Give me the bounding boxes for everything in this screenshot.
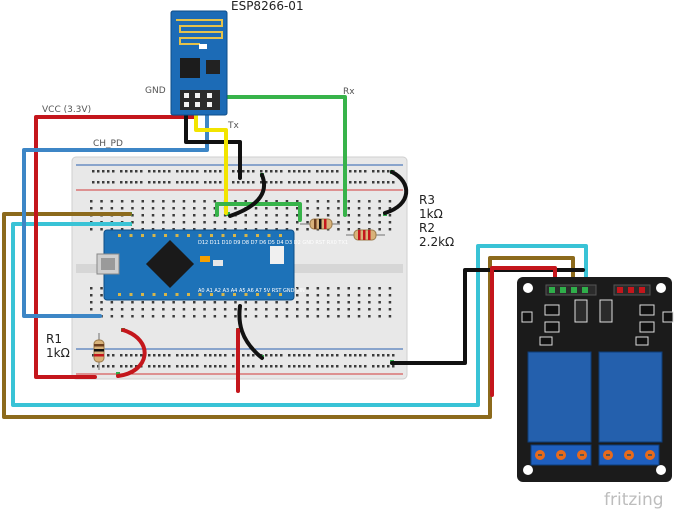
resistor-r1 [93, 333, 105, 370]
rx-label: Rx [343, 87, 355, 97]
svg-text:D12 D11 D10 D9 D8 D7 D6 D5 D4: D12 D11 D10 D9 D8 D7 D6 D5 D4 D3 D2 GND … [198, 240, 348, 246]
r3-value-label: 1kΩ [419, 207, 443, 221]
r3-label: R3 [419, 193, 435, 207]
resistor-r2 [346, 229, 385, 241]
r1-value-label: 1kΩ [46, 346, 70, 360]
svg-text:A0 A1 A2 A3 A4 A5 A6 A7 5V RST: A0 A1 A2 A3 A4 A5 A6 A7 5V RST GND VIN [198, 288, 305, 294]
gnd-label: GND [145, 86, 166, 96]
r2-value-label: 2.2kΩ [419, 235, 454, 249]
relay-module [517, 277, 674, 482]
esp-title-label: ESP8266-01 [231, 0, 304, 13]
fritzing-watermark: fritzing [604, 490, 664, 510]
ch-pd-label: CH_PD [93, 139, 123, 149]
tx-label: Tx [227, 121, 239, 131]
r2-label: R2 [419, 221, 435, 235]
esp8266-module [170, 10, 228, 116]
r1-label: R1 [46, 332, 62, 346]
resistor-r3 [300, 218, 340, 230]
wires [2, 95, 588, 419]
arduino-nano: D12 D11 D10 D9 D8 D7 D6 D5 D4 D3 D2 GND … [96, 229, 348, 301]
labels: ESP8266-01 GND VCC (3.3V) CH_PD Tx Rx R3… [42, 0, 664, 510]
vcc-label: VCC (3.3V) [42, 105, 91, 115]
